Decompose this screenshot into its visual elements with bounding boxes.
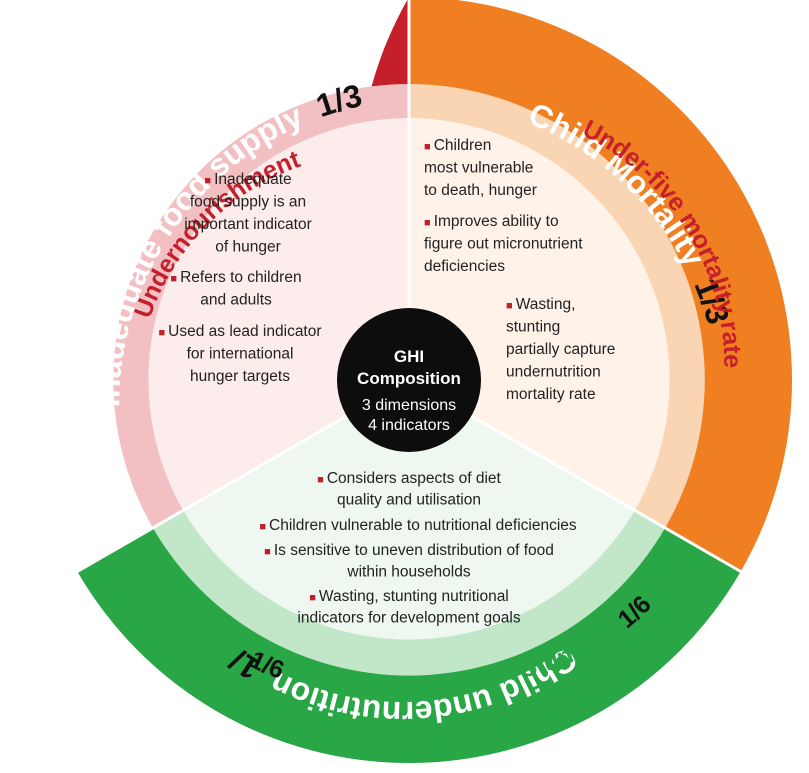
mortality-bullet-2-line-3: deficiencies — [424, 258, 505, 275]
undernourishment-bullet-2-line-2: and adults — [200, 292, 272, 309]
bullet-marker: ■ — [424, 217, 434, 229]
undernourishment-bullet-3-line-2: for international — [187, 346, 294, 363]
undernutrition-bullet-3-line-1: ■ Is sensitive to uneven distribution of… — [264, 542, 554, 559]
center-badge: GHI Composition 3 dimensions 4 indicator… — [337, 308, 481, 452]
bullet-marker: ■ — [264, 546, 274, 558]
mortality-bullet-3-line-2: stunting — [506, 319, 560, 336]
under-five-field — [409, 118, 670, 511]
undernutrition-bullet-3-line-2: within households — [346, 564, 470, 581]
center-circle — [337, 308, 481, 452]
mortality-bullet-3-line-4: undernutrition — [506, 364, 601, 381]
center-subtitle-line1: 3 dimensions — [362, 397, 456, 414]
undernourishment-bullet-1-line-2: food supply is an — [190, 194, 306, 211]
undernutrition-bullets: ■ Considers aspects of diet quality and u… — [259, 470, 577, 627]
undernutrition-bullet-2-line-1: ■ Children vulnerable to nutritional def… — [259, 517, 577, 534]
undernourishment-bullet-3-line-3: hunger targets — [190, 368, 290, 385]
mortality-bullet-1-line-2: most vulnerable — [424, 160, 533, 177]
undernourishment-field — [148, 118, 410, 511]
undernutrition-bullet-1-line-1: ■ Considers aspects of diet — [317, 470, 501, 487]
bullet-marker: ■ — [259, 521, 269, 533]
undernourishment-bullet-1-line-3: important indicator — [184, 216, 312, 233]
undernourishment-bullets: ■ Inadequate food supply is an important i… — [158, 171, 321, 385]
mortality-bullet-3-line-1: ■ Wasting, — [506, 296, 575, 313]
undernourishment-bullet-2-line-1: ■ Refers to children — [170, 269, 301, 286]
undernutrition-bullet-4-line-2: indicators for development goals — [297, 610, 520, 627]
mortality-bullet-3-line-3: partially capture — [506, 341, 615, 358]
mortality-bullet-2-line-2: figure out micronutrient — [424, 236, 583, 253]
undernutrition-bullet-1-line-2: quality and utilisation — [337, 492, 481, 509]
mortality-bullet-1-line-1: ■ Children — [424, 137, 491, 154]
bullet-marker: ■ — [506, 300, 516, 312]
undernourishment-bullet-1-line-1: ■ Inadequate — [204, 171, 291, 188]
mortality-bullets: ■ Children most vulnerable to death, hunge… — [424, 137, 615, 403]
undernutrition-field — [183, 380, 635, 640]
center-subtitle-line2: 4 indicators — [368, 417, 450, 434]
bullet-marker: ■ — [424, 141, 434, 153]
undernourishment-bullet-3-line-1: ■ Used as lead indicator — [158, 323, 321, 340]
mortality-bullet-3-line-5: mortality rate — [506, 386, 596, 403]
mortality-bullet-1-line-3: to death, hunger — [424, 182, 537, 199]
bullet-marker: ■ — [309, 592, 319, 604]
bullet-marker: ■ — [158, 327, 168, 339]
bullet-marker: ■ — [204, 175, 214, 187]
center-title-line2: Composition — [357, 369, 461, 388]
mortality-bullet-2-line-1: ■ Improves ability to — [424, 213, 559, 230]
center-title-line1: GHI — [394, 347, 424, 366]
undernourishment-bullet-1-line-4: of hunger — [215, 239, 281, 256]
inner-fields — [148, 118, 670, 640]
bullet-marker: ■ — [170, 273, 180, 285]
undernutrition-bullet-4-line-1: ■ Wasting, stunting nutritional — [309, 588, 509, 605]
bullet-marker: ■ — [317, 474, 327, 486]
